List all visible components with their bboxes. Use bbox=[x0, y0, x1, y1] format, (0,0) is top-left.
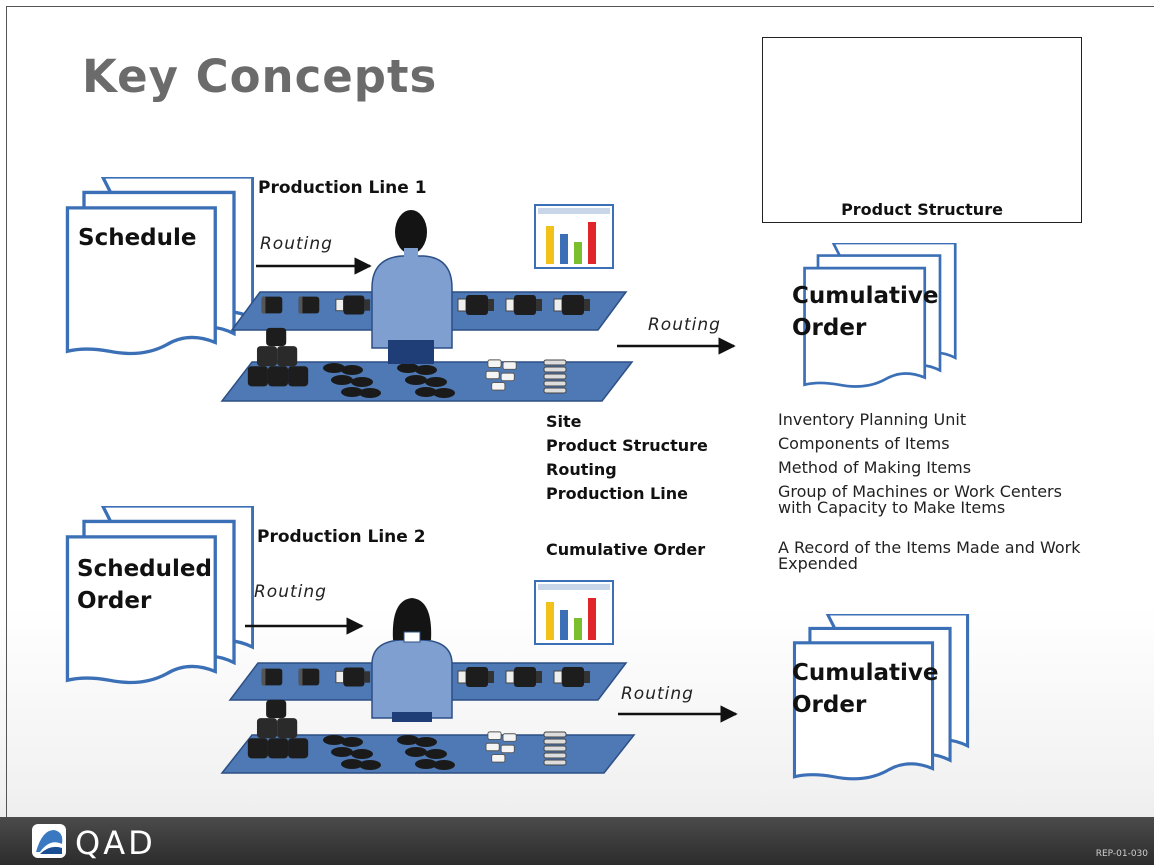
legend-term: Cumulative Order bbox=[546, 540, 706, 559]
qad-logo-icon bbox=[32, 824, 66, 858]
legend-term: Routing bbox=[546, 460, 617, 479]
worker-2 bbox=[371, 598, 453, 722]
schedule-doc-label-line: Schedule bbox=[78, 225, 197, 251]
legend-row-product-structure: Product Structure Components of Items bbox=[546, 436, 1106, 460]
legend-term: Site bbox=[546, 412, 582, 431]
legend-definition: Components of Items bbox=[778, 434, 950, 453]
worker-1 bbox=[371, 210, 453, 364]
production-line-1-illustration bbox=[220, 204, 634, 402]
page-title: Key Concepts bbox=[82, 50, 438, 103]
concepts-legend: Site Inventory Planning Unit Product Str… bbox=[546, 412, 1106, 580]
cumulative-order-label-1: Cumulative Order bbox=[792, 280, 938, 344]
legend-definition: Method of Making Items bbox=[778, 458, 972, 477]
schedule-document bbox=[65, 177, 254, 356]
scheduled-order-doc-label-line2: Order bbox=[77, 588, 152, 614]
routing-out-label-1: Routing bbox=[648, 315, 721, 335]
production-line-1-label: Production Line 1 bbox=[258, 178, 427, 198]
cumulative-order-label-2-line1: Cumulative bbox=[792, 660, 939, 686]
production-line-2-illustration bbox=[220, 580, 636, 774]
routing-out-label-2: Routing bbox=[621, 684, 694, 704]
cumulative-order-label-2: Cumulative Order bbox=[792, 657, 938, 721]
slide-frame bbox=[6, 6, 1154, 817]
legend-row-cumulative-order: Cumulative Order A Record of the Items M… bbox=[546, 540, 1106, 580]
product-structure-box: Product Structure bbox=[762, 37, 1082, 223]
product-structure-caption: Product Structure bbox=[841, 200, 1003, 219]
slide-reference: REP-01-030 bbox=[1095, 849, 1148, 859]
legend-definition: Group of Machines or Work Centers with C… bbox=[778, 482, 1062, 517]
scheduled-order-doc-label-line1: Scheduled bbox=[77, 556, 212, 582]
footer-bar: QAD REP-01-030 bbox=[0, 817, 1154, 865]
scheduled-order-doc-label: Scheduled Order bbox=[77, 553, 212, 617]
routing-in-label-1: Routing bbox=[260, 234, 333, 254]
legend-row-production-line: Production Line Group of Machines or Wor… bbox=[546, 484, 1106, 540]
legend-term: Production Line bbox=[546, 484, 688, 503]
cumulative-order-label-2-line2: Order bbox=[792, 692, 867, 718]
legend-row-site: Site Inventory Planning Unit bbox=[546, 412, 1106, 436]
production-chart-icon-2 bbox=[534, 580, 614, 645]
production-chart-icon bbox=[534, 204, 614, 269]
production-line-2-label: Production Line 2 bbox=[257, 527, 426, 547]
legend-row-routing: Routing Method of Making Items bbox=[546, 460, 1106, 484]
legend-definition: A Record of the Items Made and Work Expe… bbox=[778, 538, 1081, 573]
routing-in-label-2: Routing bbox=[254, 582, 327, 602]
legend-definition: Inventory Planning Unit bbox=[778, 410, 967, 429]
cumulative-order-label-1-line2: Order bbox=[792, 315, 867, 341]
cumulative-order-label-1-line1: Cumulative bbox=[792, 283, 939, 309]
legend-term: Product Structure bbox=[546, 436, 708, 455]
qad-brand-text: QAD bbox=[75, 824, 156, 862]
schedule-doc-label: Schedule bbox=[78, 222, 197, 254]
